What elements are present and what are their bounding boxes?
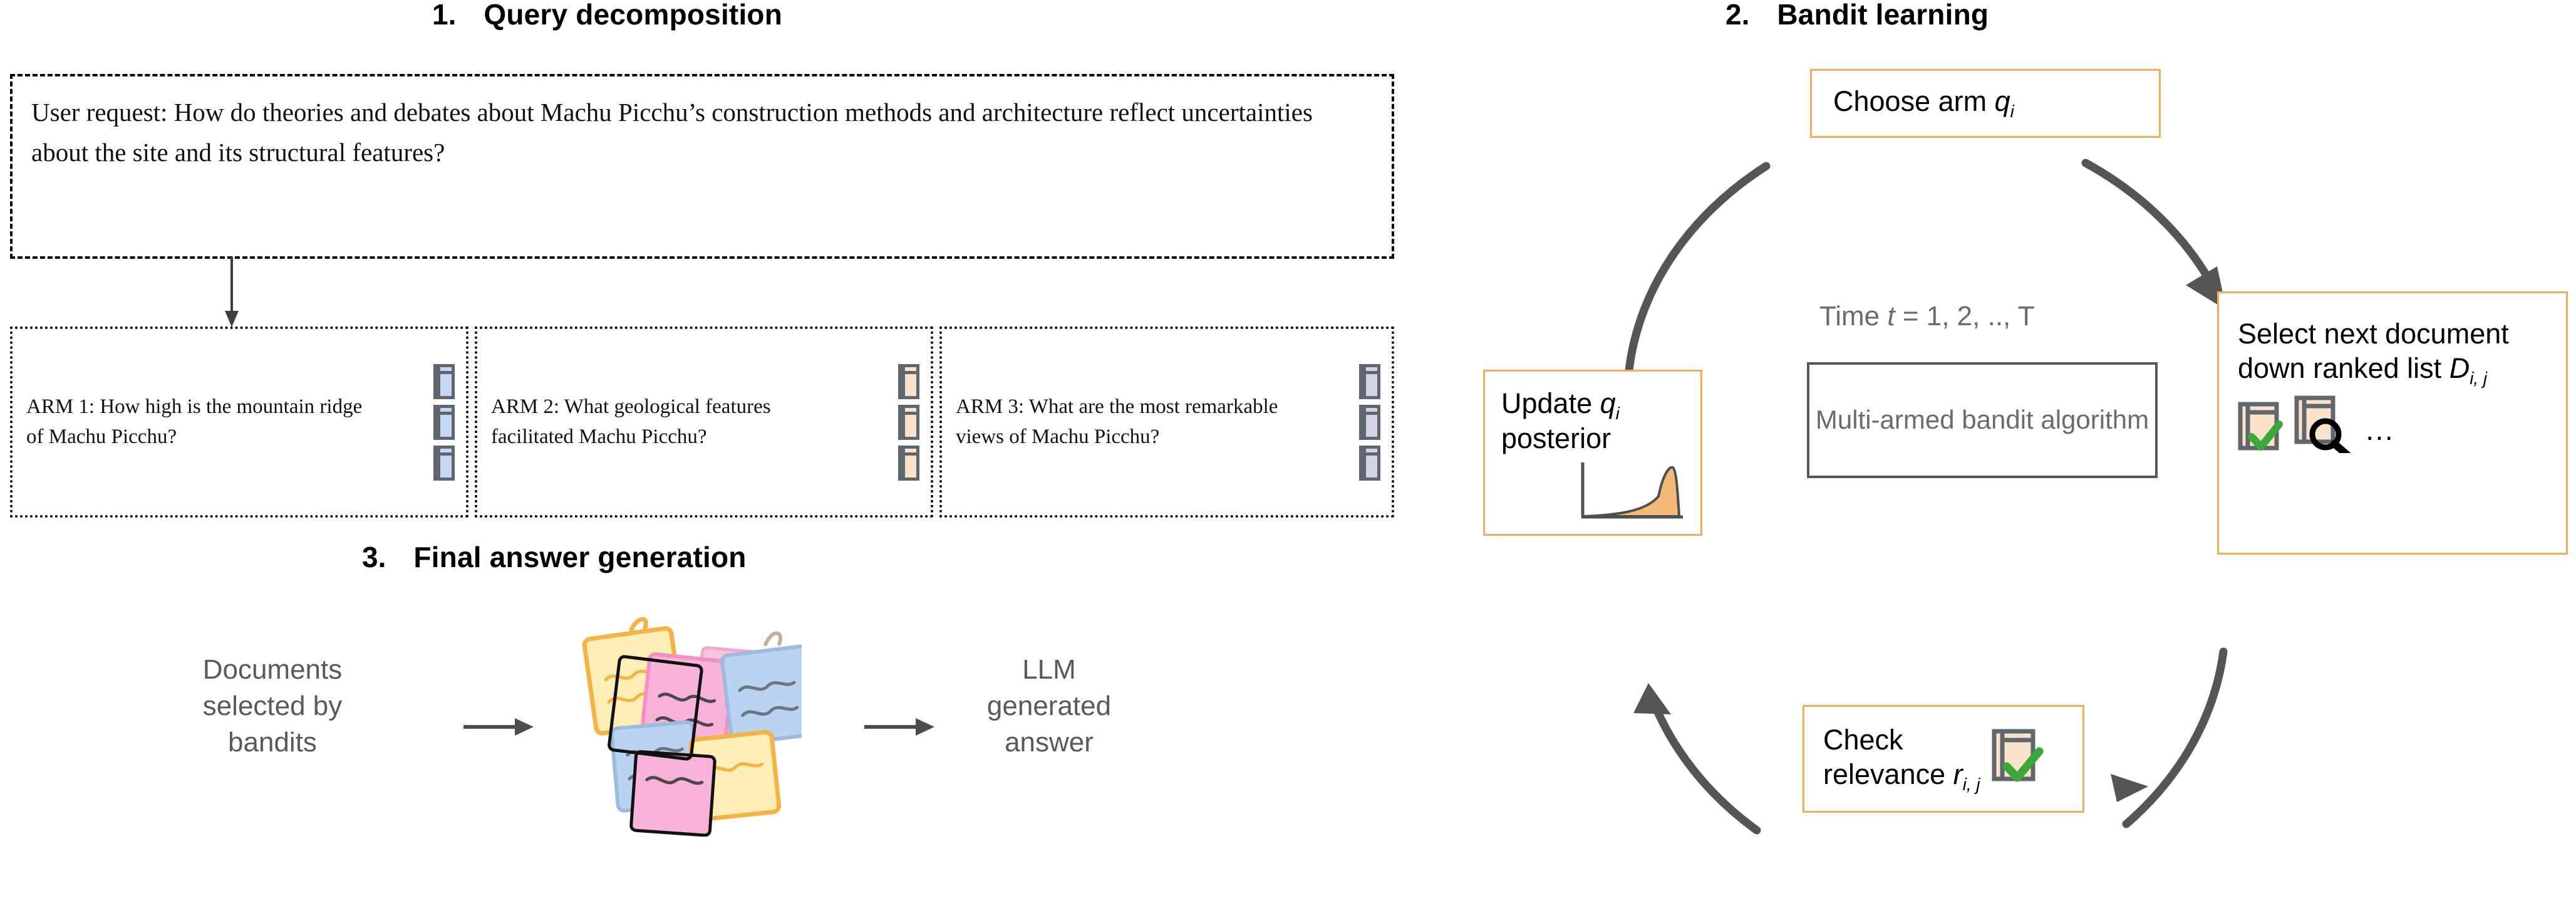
document-icon bbox=[1359, 363, 1380, 399]
section-1-heading: 1. Query decomposition bbox=[432, 0, 782, 31]
document-icon bbox=[898, 404, 919, 440]
posterior-distribution-plot bbox=[1581, 462, 1683, 519]
document-checked-icon bbox=[2238, 402, 2283, 451]
time-label: Time t = 1, 2, .., T bbox=[1819, 301, 2035, 331]
posterior-subscript: i bbox=[1615, 403, 1620, 423]
arm-box-1[interactable]: ARM 1: How high is the mountain ridge of… bbox=[10, 326, 468, 518]
update-posterior-box[interactable]: Update qi posterior bbox=[1483, 370, 1702, 536]
document-icon bbox=[1359, 404, 1380, 440]
user-request-text: User request: How do theories and debate… bbox=[31, 98, 1313, 167]
arrow-right-2-icon bbox=[864, 718, 934, 736]
section-1-number: 1. bbox=[432, 0, 457, 31]
section-3-heading: 3. Final answer generation bbox=[362, 540, 747, 574]
ranked-list-symbol: D bbox=[2449, 352, 2470, 384]
select-next-document-label: Select next document down ranked list Di… bbox=[2238, 318, 2509, 388]
decomposition-arrow bbox=[225, 257, 239, 327]
ranked-list-subscript: i, j bbox=[2470, 368, 2488, 388]
document-icon bbox=[433, 363, 455, 399]
arm-symbol: q bbox=[1994, 85, 2010, 118]
check-relevance-box[interactable]: Check relevance ri, j bbox=[1803, 705, 2084, 813]
sticky-notes-cluster bbox=[582, 617, 802, 837]
arrow-right-1-icon bbox=[463, 718, 534, 736]
document-checked-icon bbox=[1992, 729, 2044, 782]
arm-box-2[interactable]: ARM 2: What geological features facilita… bbox=[475, 326, 933, 518]
ellipsis-label: … bbox=[2364, 414, 2394, 447]
arm-subscript: i bbox=[2010, 101, 2014, 121]
choose-arm-label: Choose arm qi bbox=[1833, 85, 2014, 121]
section-2-heading: 2. Bandit learning bbox=[1725, 0, 1989, 31]
update-posterior-label: Update qi posterior bbox=[1501, 387, 1700, 454]
section-2-title: Bandit learning bbox=[1777, 0, 1989, 31]
arm-1-label: ARM 1: How high is the mountain ridge of… bbox=[26, 395, 363, 448]
section-3-title: Final answer generation bbox=[413, 541, 747, 573]
reward-subscript: i, j bbox=[1962, 774, 1980, 794]
posterior-symbol: q bbox=[1600, 387, 1616, 419]
bandit-cycle-arrows bbox=[1624, 159, 2228, 835]
llm-generated-answer-label: LLM generated answer bbox=[986, 654, 1112, 758]
document-search-icon bbox=[2294, 395, 2351, 453]
document-icon bbox=[433, 445, 455, 481]
reward-symbol: r bbox=[1953, 758, 1963, 790]
arm-3-documents bbox=[1359, 363, 1380, 481]
document-icon bbox=[898, 445, 919, 481]
documents-selected-label: Documents selected by bandits bbox=[202, 654, 343, 758]
arm-2-label: ARM 2: What geological features facilita… bbox=[491, 395, 771, 448]
check-relevance-label: Check relevance ri, j bbox=[1823, 724, 1980, 794]
arm-box-3[interactable]: ARM 3: What are the most remarkable view… bbox=[939, 326, 1394, 518]
document-icon bbox=[898, 363, 919, 399]
time-variable: t bbox=[1887, 301, 1895, 331]
document-icon bbox=[433, 404, 455, 440]
arm-1-documents bbox=[433, 363, 455, 481]
section-3-number: 3. bbox=[362, 541, 386, 573]
section-1-title: Query decomposition bbox=[484, 0, 783, 31]
choose-arm-box[interactable]: Choose arm qi bbox=[1810, 69, 2161, 138]
section-2-number: 2. bbox=[1725, 0, 1750, 31]
arm-3-label: ARM 3: What are the most remarkable view… bbox=[956, 395, 1278, 448]
multi-armed-bandit-label: Multi-armed bandit algorithm bbox=[1815, 405, 2149, 435]
user-request-box: User request: How do theories and debate… bbox=[10, 74, 1394, 259]
posterior-word: posterior bbox=[1501, 422, 1611, 454]
select-next-document-box[interactable]: Select next document down ranked list Di… bbox=[2217, 291, 2568, 555]
document-icon bbox=[1359, 445, 1380, 481]
multi-armed-bandit-box: Multi-armed bandit algorithm bbox=[1807, 362, 2158, 478]
arm-2-documents bbox=[898, 363, 919, 481]
